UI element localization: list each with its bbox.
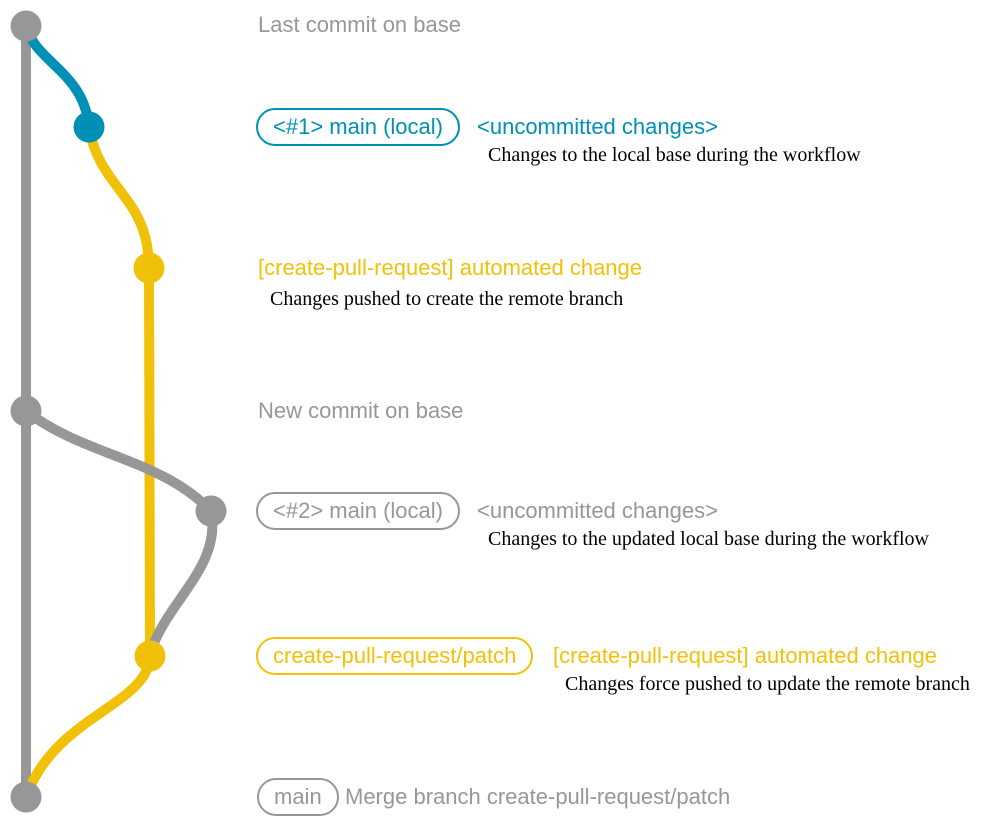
branch-tag-label: <#2> main (local) [273, 498, 443, 523]
branch-tag-main-local-2: <#2> main (local) [256, 492, 460, 530]
base-update-line [21, 406, 218, 656]
commit-dot-merge [10, 781, 42, 813]
commit-message-automated-1: [create-pull-request] automated change [258, 255, 643, 280]
branch-tag-label: main [274, 784, 322, 809]
commit-note-local-1: Changes to the local base during the wor… [488, 144, 861, 166]
patch-merge-line [21, 651, 155, 802]
commit-message-merge: Merge branch create-pull-request/patch [345, 784, 731, 809]
commit-message-local-2: <uncommitted changes> [477, 498, 718, 523]
patch-branch-line [84, 122, 155, 661]
commit-message-new-base: New commit on base [258, 398, 464, 423]
commit-message-last-base: Last commit on base [258, 12, 461, 37]
commit-dot-last-base [10, 10, 42, 42]
local-branch-line-1 [21, 21, 94, 132]
branch-tag-main-local-1: <#1> main (local) [256, 108, 460, 146]
commit-dot-automated-1 [133, 252, 165, 284]
commit-dot-new-base [10, 395, 42, 427]
commit-message-automated-2: [create-pull-request] automated change [553, 643, 938, 668]
branch-tag-patch: create-pull-request/patch [256, 637, 534, 675]
commit-note-automated-2: Changes force pushed to update the remot… [565, 673, 970, 695]
branch-tag-label: <#1> main (local) [273, 114, 443, 139]
commit-note-automated-1: Changes pushed to create the remote bran… [270, 288, 624, 310]
commit-dot-local-1 [73, 111, 105, 143]
commit-dot-automated-2 [134, 640, 166, 672]
commit-dot-local-2 [195, 495, 227, 527]
branch-tag-label: create-pull-request/patch [273, 643, 517, 668]
branch-tag-main: main [257, 778, 339, 816]
commit-note-local-2: Changes to the updated local base during… [488, 528, 929, 550]
commit-message-local-1: <uncommitted changes> [477, 114, 718, 139]
